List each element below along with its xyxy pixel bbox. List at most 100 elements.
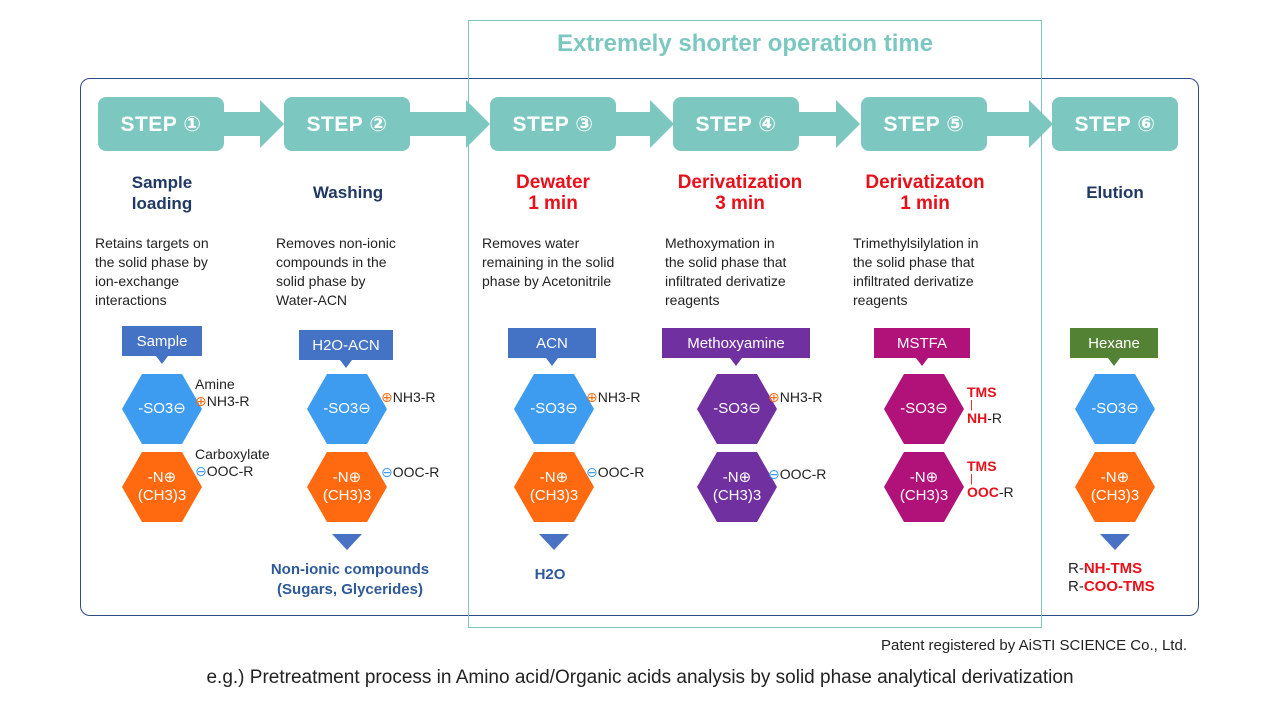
step-4-title-line2: 3 min	[715, 193, 765, 214]
hex-label: -SO3⊖	[323, 400, 371, 417]
desc-line: compounds in the	[276, 254, 387, 270]
reagent-pointer	[546, 358, 558, 366]
desc-line: infiltrated derivatize	[853, 273, 974, 289]
desc-line: the solid phase that	[853, 254, 975, 270]
step-6-title: Elution	[1052, 182, 1178, 203]
amine-chem: ⊕NH3-R	[195, 393, 250, 410]
waste-line1: Non-ionic compounds	[270, 561, 430, 578]
step-4-description: Methoxymation in the solid phase that in…	[665, 234, 835, 310]
desc-line: Retains targets on	[95, 235, 209, 251]
red-chem: OOC	[967, 484, 999, 500]
chem-rest: -R	[998, 484, 1014, 500]
carboxylate-chem: ⊖OOC-R	[768, 466, 826, 483]
desc-line: reagents	[853, 292, 908, 308]
waste-non-ionic: Non-ionic compounds (Sugars, Glycerides)	[250, 560, 450, 600]
reagent-mstfa: MSTFA	[874, 328, 970, 358]
step-3-title: Dewater 1 min	[478, 172, 628, 214]
tms-carboxyl-chem: OOC-R	[967, 484, 1014, 500]
amine-chem: ⊕NH3-R	[381, 389, 436, 406]
tms-carboxyl-label: TMS | OOC-R	[967, 458, 1014, 500]
ammonium-hexagon: -N⊕ (CH3)3	[307, 452, 387, 522]
waste-down-arrow-icon	[332, 534, 362, 550]
arrow-icon-4-5	[794, 100, 860, 148]
eluate-line-2: R-COO-TMS	[1068, 578, 1155, 596]
step-5-title: Derivatizaton 1 min	[850, 172, 1000, 214]
step-2-title: Washing	[284, 182, 412, 203]
step-2-description: Removes non-ionic compounds in the solid…	[276, 234, 436, 310]
hex-label-2: (CH3)3	[137, 487, 187, 504]
arrow-icon-3-4	[612, 100, 674, 148]
carboxylate-label: Carboxylate ⊖OOC-R	[195, 446, 270, 480]
reagent-h2o-acn: H2O-ACN	[299, 330, 393, 360]
minus-charge-icon: ⊖	[768, 466, 780, 482]
chem-text: NH3-R	[597, 389, 641, 405]
process-frame	[80, 78, 1199, 616]
waste-down-arrow-icon	[539, 534, 569, 550]
r-prefix: R-	[1068, 578, 1084, 595]
hex-label-2: (CH3)3	[529, 487, 579, 504]
sulfonate-hexagon: -SO3⊖	[1075, 374, 1155, 444]
amine-label: Amine ⊕NH3-R	[195, 376, 250, 410]
step-4-box: STEP ④	[673, 97, 799, 151]
red-chem: NH-TMS	[1083, 560, 1143, 577]
chem-rest: -R	[987, 410, 1003, 426]
desc-line: solid phase by	[276, 273, 366, 289]
highlight-title: Extremely shorter operation time	[556, 30, 934, 57]
hex-label: -SO3⊖	[900, 400, 948, 417]
eluate-line-1: R-NH-TMS	[1068, 560, 1155, 578]
desc-line: the solid phase that	[665, 254, 787, 270]
chem-text: NH3-R	[779, 389, 823, 405]
step-3-title-line2: 1 min	[528, 193, 578, 214]
carboxylate-chem: ⊖OOC-R	[586, 464, 644, 481]
arrow-icon-5-6	[983, 100, 1053, 148]
desc-line: the solid phase by	[95, 254, 208, 270]
tms-amine-chem: NH-R	[967, 410, 1002, 426]
reagent-pointer	[730, 358, 742, 366]
waste-water: H2O	[534, 566, 566, 583]
hex-label-2: (CH3)3	[322, 487, 372, 504]
minus-charge-icon: ⊖	[381, 464, 393, 480]
reagent-methoxyamine: Methoxyamine	[662, 328, 810, 358]
hex-label-1: -N⊕	[722, 469, 752, 486]
chem-text: OOC-R	[392, 464, 440, 480]
reagent-sample: Sample	[122, 326, 202, 356]
figure-caption: e.g.) Pretreatment process in Amino acid…	[206, 667, 1074, 688]
reagent-hexane: Hexane	[1070, 328, 1158, 358]
tms-text: TMS	[967, 458, 997, 474]
amine-note: Amine	[195, 376, 235, 392]
hex-label: -SO3⊖	[713, 400, 761, 417]
hex-label-2: (CH3)3	[899, 487, 949, 504]
eluate-products: R-NH-TMS R-COO-TMS	[1068, 560, 1155, 596]
carboxylate-chem: ⊖OOC-R	[381, 464, 439, 481]
step-4-title: Derivatization 3 min	[660, 172, 820, 214]
desc-line: Water-ACN	[276, 292, 348, 308]
amine-chem: ⊕NH3-R	[586, 389, 641, 406]
tms-text: TMS	[967, 384, 997, 400]
desc-line: Trimethylsilylation in	[853, 235, 979, 251]
tms-amine-label: TMS | NH-R	[967, 384, 1002, 426]
hex-label: -SO3⊖	[138, 400, 186, 417]
hex-label: -SO3⊖	[530, 400, 578, 417]
minus-charge-icon: ⊖	[195, 463, 207, 479]
step-3-description: Removes water remaining in the solid pha…	[482, 234, 652, 291]
desc-line: remaining in the solid	[482, 254, 615, 270]
red-chem: COO-TMS	[1083, 578, 1155, 595]
reagent-pointer	[340, 360, 352, 368]
reagent-acn: ACN	[508, 328, 596, 358]
step-5-description: Trimethylsilylation in the solid phase t…	[853, 234, 1023, 310]
desc-line: infiltrated derivatize	[665, 273, 786, 289]
plus-charge-icon: ⊕	[195, 393, 207, 409]
step-4-title-line1: Derivatization	[677, 172, 803, 193]
step-5-title-line2: 1 min	[900, 193, 950, 214]
chem-text: NH3-R	[392, 389, 436, 405]
step-1-title-line1: Sample	[131, 173, 193, 192]
step-3-box: STEP ③	[490, 97, 616, 151]
chem-text: NH3-R	[206, 393, 250, 409]
chem-text: OOC-R	[779, 466, 827, 482]
plus-charge-icon: ⊕	[586, 389, 598, 405]
reagent-pointer	[916, 358, 928, 366]
ammonium-hexagon: -N⊕ (CH3)3	[1075, 452, 1155, 522]
step-2-title-line1: Washing	[312, 183, 384, 202]
step-6-box: STEP ⑥	[1052, 97, 1178, 151]
hex-label-1: -N⊕	[147, 469, 177, 486]
